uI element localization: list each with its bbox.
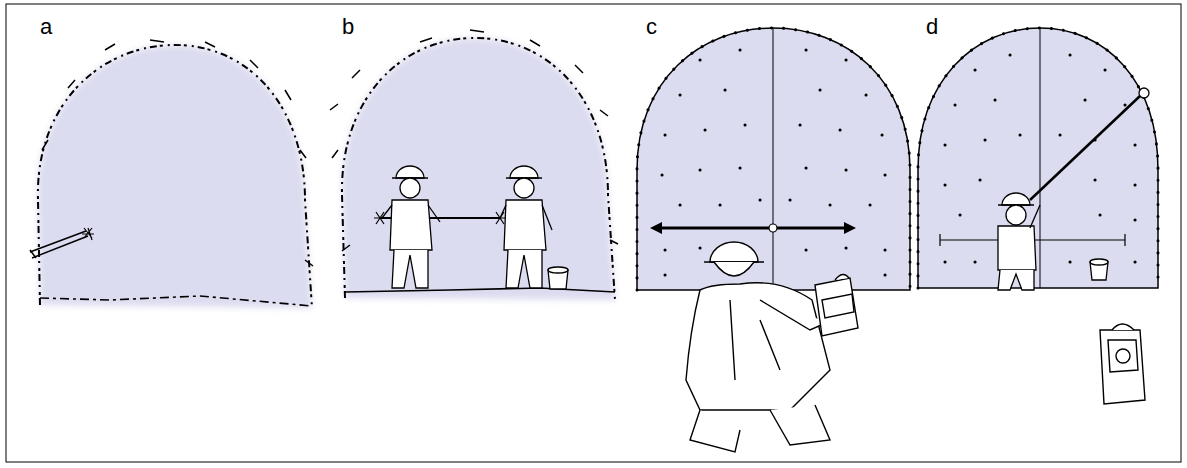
panel-label: b: [342, 16, 354, 38]
centre-mark: [769, 224, 777, 232]
perimeter-holes: [918, 28, 1158, 288]
drill-bit: [82, 228, 94, 240]
panel-label: d: [926, 16, 938, 38]
centre-line: [1040, 28, 1041, 288]
tunnel-face-a: [30, 40, 313, 308]
panel-label: a: [40, 16, 52, 38]
drill-holes: [662, 50, 885, 275]
drill-rod: [30, 228, 94, 258]
laser-instrument: [815, 274, 858, 336]
worker-marking: [998, 88, 1149, 290]
rock-chips: [30, 40, 313, 266]
panel-label: c: [646, 16, 657, 38]
arrow-heads: [650, 222, 856, 234]
frame: [6, 4, 1181, 462]
laser-line: [656, 227, 850, 230]
profile-outline: [637, 28, 910, 290]
rock-chips: [330, 30, 618, 251]
perimeter-holes: [637, 28, 910, 290]
tunnel-profile-c: [637, 28, 910, 290]
floor-line: [345, 288, 615, 292]
face-ground: [342, 38, 615, 300]
rough-outline: [38, 45, 312, 308]
rough-floor: [40, 296, 312, 306]
paint-bucket: [548, 267, 568, 289]
worker-left: [382, 166, 440, 288]
worker-right: [500, 166, 552, 288]
surveyor-crouching: [686, 242, 830, 452]
laser-instrument: [1100, 324, 1145, 404]
drill-holes: [945, 55, 1135, 262]
rough-outline: [342, 38, 615, 300]
centre-line: [773, 28, 774, 290]
tunnel-profile-d: [918, 28, 1158, 288]
profile-outline: [918, 28, 1158, 288]
paint-bucket: [1090, 259, 1108, 280]
tunnel-face-b: [330, 30, 618, 300]
face-ground: [38, 45, 312, 308]
